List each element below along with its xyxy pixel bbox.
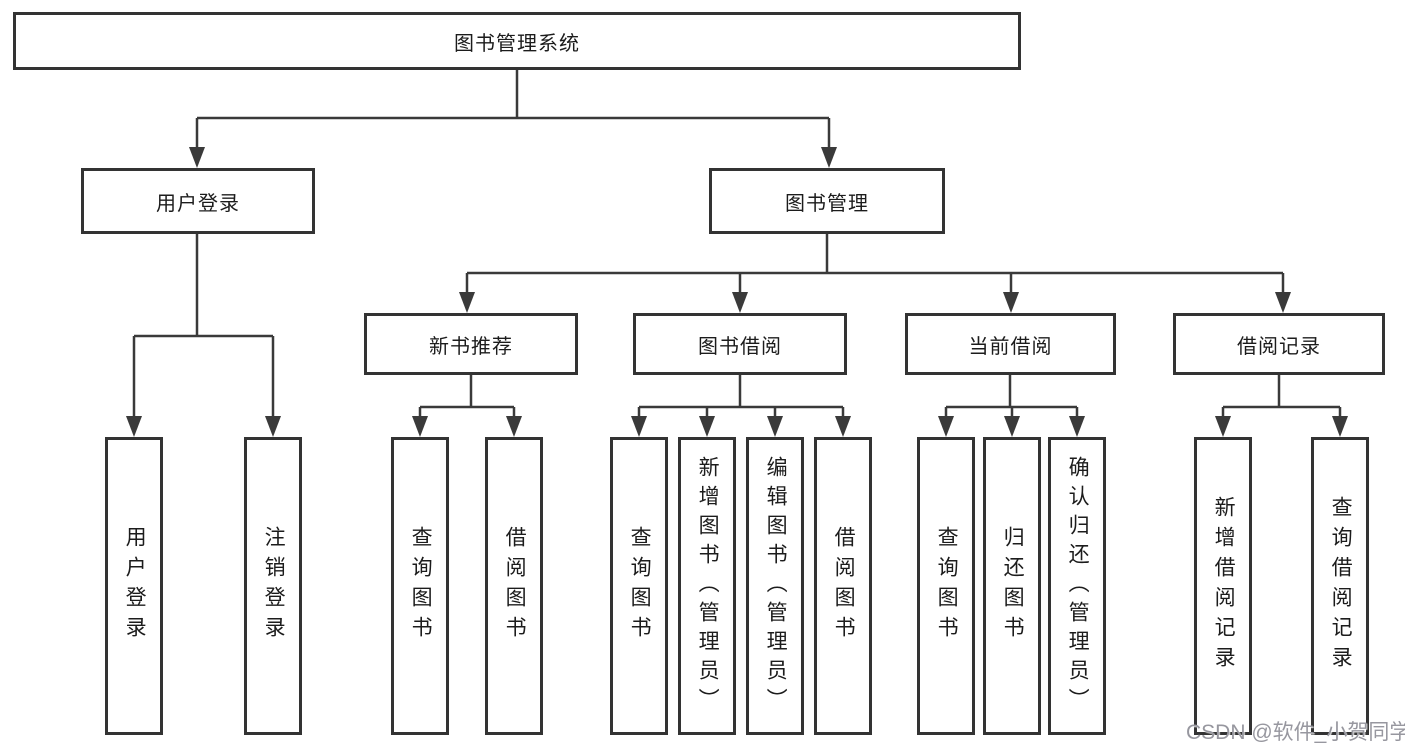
node-new-book-recommend-label: 新书推荐 (429, 335, 513, 358)
node-query-borrow-record-label: 查询借阅记录 (1329, 496, 1353, 676)
node-user-login-module-label: 用户登录 (156, 192, 240, 215)
node-confirm-return-admin: 确认归还（管理员） (1048, 437, 1106, 735)
node-logout: 注销登录 (244, 437, 302, 735)
node-add-borrow-record-label: 新增借阅记录 (1212, 496, 1236, 676)
node-borrow-records: 借阅记录 (1173, 313, 1385, 375)
node-new-book-recommend: 新书推荐 (364, 313, 578, 375)
node-book-borrow-label: 图书借阅 (698, 335, 782, 358)
node-return-book-label: 归还图书 (1001, 526, 1025, 646)
node-return-book: 归还图书 (983, 437, 1041, 735)
node-recommend-borrow-books: 借阅图书 (485, 437, 543, 735)
node-book-management-module: 图书管理 (709, 168, 945, 234)
node-query-borrow-record: 查询借阅记录 (1311, 437, 1369, 735)
node-book-borrow: 图书借阅 (633, 313, 847, 375)
node-add-borrow-record: 新增借阅记录 (1194, 437, 1252, 735)
node-login: 用户登录 (105, 437, 163, 735)
node-edit-book-admin: 编辑图书（管理员） (746, 437, 804, 735)
node-recommend-borrow-books-label: 借阅图书 (503, 526, 527, 646)
node-recommend-query-books: 查询图书 (391, 437, 449, 735)
node-borrow-records-label: 借阅记录 (1237, 335, 1321, 358)
node-login-label: 用户登录 (123, 526, 147, 646)
node-current-borrow-label: 当前借阅 (968, 335, 1053, 358)
node-borrow-books-label: 借阅图书 (832, 526, 856, 646)
node-borrow-query-books-label: 查询图书 (628, 526, 652, 646)
node-user-login-module: 用户登录 (81, 168, 315, 234)
node-logout-label: 注销登录 (262, 526, 286, 646)
node-book-management-module-label: 图书管理 (785, 192, 869, 215)
node-edit-book-admin-label: 编辑图书（管理员） (764, 455, 788, 717)
node-recommend-query-books-label: 查询图书 (409, 526, 433, 646)
node-confirm-return-admin-label: 确认归还（管理员） (1066, 455, 1090, 717)
node-root-system-label: 图书管理系统 (454, 32, 580, 55)
node-borrow-books: 借阅图书 (814, 437, 872, 735)
node-root-system: 图书管理系统 (13, 12, 1021, 70)
node-add-book-admin-label: 新增图书（管理员） (696, 455, 720, 717)
node-current-borrow: 当前借阅 (905, 313, 1116, 375)
node-current-query-books: 查询图书 (917, 437, 975, 735)
csdn-watermark: CSDN @软件_小贺同学 (1186, 721, 1405, 744)
node-borrow-query-books: 查询图书 (610, 437, 668, 735)
node-add-book-admin: 新增图书（管理员） (678, 437, 736, 735)
node-current-query-books-label: 查询图书 (935, 526, 959, 646)
